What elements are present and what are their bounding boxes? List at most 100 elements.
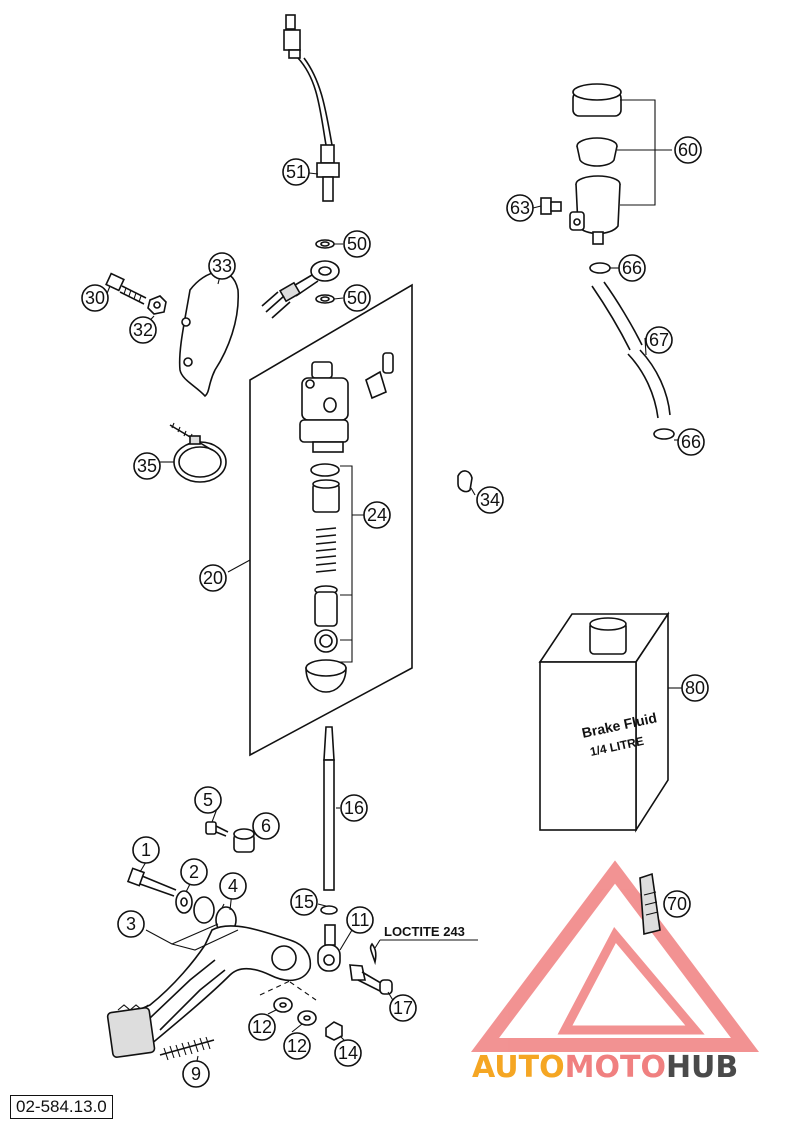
callout-4-text: 4 (228, 876, 238, 896)
callout-50b: 50 (343, 284, 371, 312)
callout-14: 14 (334, 1039, 362, 1067)
part-piston-kit (305, 463, 347, 693)
callout-24: 24 (363, 501, 391, 529)
callout-6: 6 (252, 812, 280, 840)
callout-11-text: 11 (351, 910, 370, 930)
callout-14-text: 14 (338, 1043, 358, 1063)
watermark-logo (470, 860, 760, 1052)
callout-24-text: 24 (367, 505, 387, 525)
callout-12b-text: 12 (287, 1036, 307, 1056)
callout-67-text: 67 (649, 330, 669, 350)
callout-30: 30 (81, 284, 109, 312)
callout-33-text: 33 (212, 256, 232, 276)
callout-9: 9 (182, 1060, 210, 1088)
callout-17-text: 17 (393, 998, 413, 1018)
part-cable-tie (169, 422, 227, 483)
callout-35-text: 35 (137, 456, 157, 476)
part-banjo-fitting (261, 239, 340, 319)
part-spring-9 (159, 1036, 215, 1061)
part-push-rod (320, 726, 338, 946)
part-screw-5 (205, 821, 229, 837)
part-bolt-30 (105, 272, 147, 305)
callout-4: 4 (219, 872, 247, 900)
part-bolt-1 (126, 867, 177, 897)
part-hose (589, 262, 675, 440)
part-washer-2 (175, 890, 193, 914)
callout-20-text: 20 (203, 568, 223, 588)
callout-63-text: 63 (510, 198, 530, 218)
part-brake-fluid-can: Brake Fluid 1/4 LITRE (538, 611, 670, 833)
part-nut-32 (147, 295, 167, 315)
callout-33: 33 (208, 252, 236, 280)
assembly-frame-20 (249, 283, 413, 757)
callout-34: 34 (476, 486, 504, 514)
callout-60: 60 (674, 136, 702, 164)
callout-15-text: 15 (294, 892, 314, 912)
callout-32: 32 (129, 316, 157, 344)
part-brake-pedal (106, 925, 312, 1058)
callout-50b-text: 50 (347, 288, 367, 308)
part-washer-12b (297, 1010, 317, 1026)
callout-12a: 12 (248, 1013, 276, 1041)
callout-63: 63 (506, 194, 534, 222)
callout-67: 67 (645, 326, 673, 354)
callout-66a-text: 66 (622, 258, 642, 278)
callout-20: 20 (199, 564, 227, 592)
callout-3-text: 3 (126, 914, 136, 934)
callout-50a: 50 (343, 230, 371, 258)
callout-50a-text: 50 (347, 234, 367, 254)
part-brake-light-switch (283, 14, 340, 202)
part-master-cylinder (299, 352, 394, 453)
callout-12a-text: 12 (252, 1017, 272, 1037)
callout-70-text: 70 (667, 894, 687, 914)
watermark-part2: MOTO (565, 1050, 666, 1085)
document-code: 02-584.13.0 (10, 1095, 113, 1119)
callout-16-text: 16 (344, 798, 364, 818)
callout-12b: 12 (283, 1032, 311, 1060)
callout-6-text: 6 (261, 816, 271, 836)
leader-lines (105, 99, 682, 1067)
callout-32-text: 32 (133, 320, 153, 340)
callout-1-text: 1 (141, 840, 151, 860)
callout-66b: 66 (677, 428, 705, 456)
callout-34-text: 34 (480, 490, 500, 510)
part-bolt-17 (349, 942, 393, 995)
callout-17: 17 (389, 994, 417, 1022)
part-screw-63 (540, 197, 562, 215)
watermark-triangle-outer (470, 860, 760, 1052)
callout-2: 2 (180, 858, 208, 886)
part-reservoir (569, 83, 622, 245)
callout-80-text: 80 (685, 678, 705, 698)
part-loctite-tube (639, 872, 661, 936)
part-heel-guard (178, 271, 239, 398)
callout-9-text: 9 (191, 1064, 201, 1084)
callout-15: 15 (290, 888, 318, 916)
callout-51: 51 (282, 158, 310, 186)
callout-5-text: 5 (203, 790, 213, 810)
callout-2-text: 2 (189, 862, 199, 882)
watermark-text: AUTOMOTOHUB (472, 1050, 738, 1085)
callout-60-text: 60 (678, 140, 698, 160)
watermark-part3: HUB (666, 1050, 738, 1085)
part-nut-14 (325, 1021, 343, 1041)
watermark-triangle-inner (557, 926, 705, 1035)
callout-11: 11 (346, 906, 374, 934)
callout-3: 3 (117, 910, 145, 938)
part-washer-12a (273, 997, 293, 1013)
callout-30-text: 30 (85, 288, 105, 308)
callout-80: 80 (681, 674, 709, 702)
callout-66a: 66 (618, 254, 646, 282)
callout-66b-text: 66 (681, 432, 701, 452)
callout-5: 5 (194, 786, 222, 814)
callout-16: 16 (340, 794, 368, 822)
callout-35: 35 (133, 452, 161, 480)
callout-70: 70 (663, 890, 691, 918)
watermark-part1: AUTO (472, 1050, 565, 1085)
callout-51-text: 51 (286, 162, 306, 182)
part-clip-34 (457, 470, 473, 493)
assembly-dashed-line (259, 979, 317, 1001)
part-bushing-6 (233, 828, 255, 853)
callout-1: 1 (132, 836, 160, 864)
